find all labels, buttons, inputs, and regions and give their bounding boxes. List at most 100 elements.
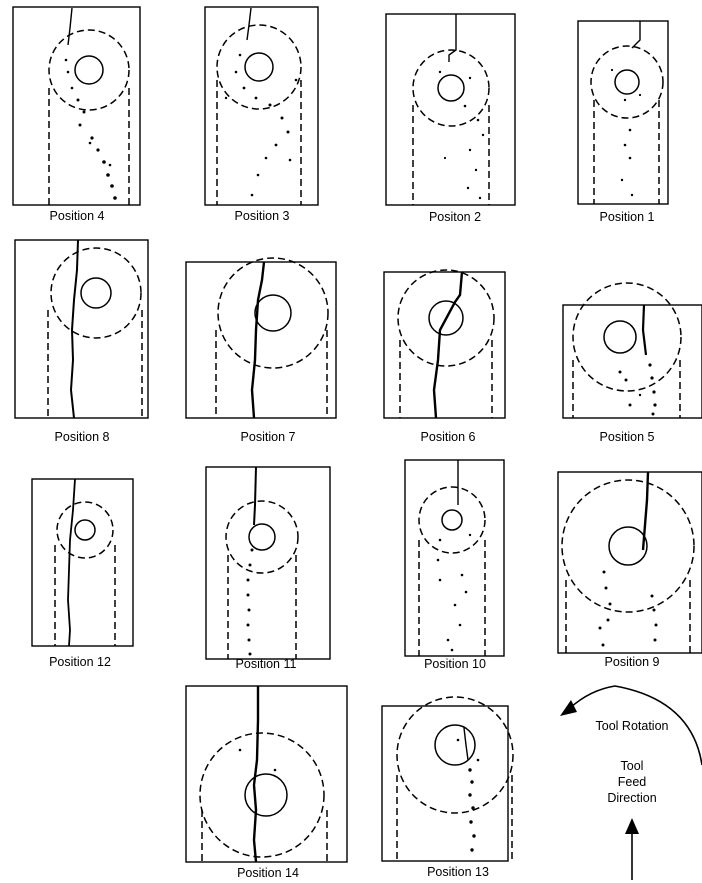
crack-trace	[246, 548, 254, 656]
pin-circle	[254, 294, 292, 332]
shoulder-circle	[216, 24, 302, 110]
crack-dot	[288, 158, 292, 162]
crack-dot	[113, 196, 117, 200]
panel-position-2: Positon 2	[385, 13, 516, 224]
crack-dot	[469, 820, 473, 824]
feed-arrow-icon	[625, 818, 639, 834]
crack-dot	[620, 178, 624, 182]
crack-dot	[623, 98, 627, 102]
panel-label: Position 5	[600, 430, 655, 444]
crack-trace	[598, 471, 658, 647]
panel-position-14: Position 14	[185, 685, 348, 880]
feed-label-line2: Feed	[618, 775, 647, 789]
panel-position-13: Position 13	[381, 696, 514, 879]
specimen-frame	[385, 13, 516, 206]
crack-dot	[436, 558, 440, 562]
crack-trace	[252, 686, 260, 863]
crack-dot	[651, 412, 655, 416]
panel-position-8: Position 8	[14, 239, 149, 444]
crack-dot	[468, 793, 472, 797]
crack-dot	[468, 768, 472, 772]
pin-circle	[603, 320, 637, 354]
specimen-frame	[31, 478, 134, 647]
pin-circle	[74, 519, 96, 541]
specimen-frame	[185, 685, 348, 863]
crack-dot	[460, 573, 464, 577]
shoulder-circle	[412, 49, 490, 127]
crack-dot	[246, 623, 250, 627]
crack-trace	[448, 14, 457, 62]
crack-dot	[224, 96, 228, 100]
crack-dot	[464, 590, 468, 594]
crack-dot	[470, 848, 474, 852]
crack-dot	[66, 70, 70, 74]
crack-dot	[471, 806, 475, 810]
panel-label: Position 11	[236, 657, 297, 671]
crack-dot	[453, 603, 457, 607]
crack-dot	[110, 184, 114, 188]
crack-dot	[246, 593, 250, 597]
crack-dot	[653, 638, 657, 642]
crack-dot	[610, 68, 614, 72]
shoulder-circle	[56, 501, 114, 559]
crack-dot	[476, 118, 480, 122]
crack-trace	[253, 466, 257, 526]
crack-dot	[294, 78, 298, 82]
crack-dot	[246, 578, 250, 582]
crack-dot	[273, 768, 277, 772]
crack-dot	[474, 168, 478, 172]
panel-position-12: Position 12	[31, 478, 134, 669]
specimen-frame	[14, 239, 149, 419]
crack-dot	[450, 648, 454, 652]
shoulder-circle	[217, 257, 329, 369]
crack-dot	[248, 652, 252, 656]
pin-circle	[80, 277, 112, 309]
panel-position-7: Position 7	[185, 257, 337, 444]
crack-trace	[224, 7, 298, 197]
crack-dot	[650, 594, 654, 598]
crack-trace	[456, 727, 480, 852]
crack-dot	[286, 130, 290, 134]
crack-dot	[638, 393, 642, 397]
crack-dot	[248, 563, 252, 567]
shoulder-circle	[48, 29, 130, 111]
crack-trace	[436, 460, 472, 652]
specimen-frame	[562, 304, 702, 419]
pin-circle	[437, 74, 465, 102]
panel-label: Position 10	[424, 657, 486, 671]
crack-dot	[472, 834, 476, 838]
crack-dot	[88, 141, 92, 145]
crack-dot	[468, 148, 472, 152]
crack-dot	[476, 758, 480, 762]
crack-trace	[438, 14, 485, 200]
crack-dot	[64, 58, 68, 62]
shoulder-circle	[225, 500, 299, 574]
crack-dot	[102, 160, 106, 164]
panel-label: Position 1	[600, 210, 655, 224]
crack-dot	[628, 156, 632, 160]
pin-circle	[244, 773, 288, 817]
panel-label: Position 7	[241, 430, 296, 444]
specimen-frame	[383, 271, 506, 419]
crack-trace	[432, 271, 464, 419]
crack-dot	[438, 578, 442, 582]
crack-dot	[606, 618, 610, 622]
crack-dot	[481, 133, 485, 137]
crack-trace	[641, 304, 648, 356]
crack-dot	[604, 586, 608, 590]
crack-dot	[238, 748, 242, 752]
crack-trace	[463, 727, 469, 761]
pin-circle	[74, 55, 104, 85]
crack-dot	[82, 110, 86, 114]
rotation-arrow-icon	[569, 685, 702, 766]
panel-position-9: Position 9	[557, 471, 702, 669]
shoulder-circle	[397, 269, 495, 367]
crack-dot	[108, 163, 112, 167]
crack-dot	[438, 70, 442, 74]
shoulder-circle	[199, 732, 325, 858]
panel-label: Position 8	[55, 430, 110, 444]
pin-circle	[441, 509, 463, 531]
crack-dot	[623, 143, 627, 147]
panel-position-1: Position 1	[577, 20, 669, 224]
